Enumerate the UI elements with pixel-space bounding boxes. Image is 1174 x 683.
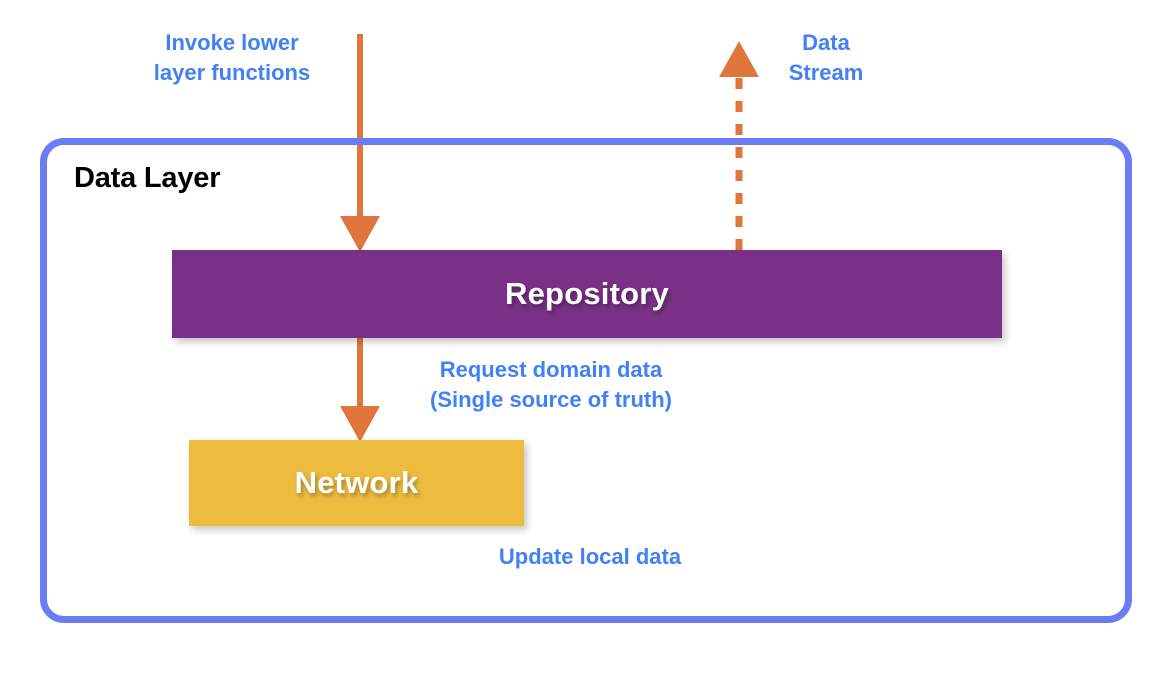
annotation-invoke-lower-layer-functions: Invoke lower layer functions bbox=[153, 30, 311, 85]
data-layer-container bbox=[40, 138, 1132, 623]
annotation-data-stream: Data Stream bbox=[788, 30, 864, 85]
data-stream-arrow-head bbox=[719, 41, 759, 77]
repository-block[interactable]: Repository bbox=[172, 250, 1002, 338]
annotation-update-local-data: Update local data bbox=[498, 544, 682, 569]
network-label: Network bbox=[294, 465, 419, 500]
network-block[interactable]: Network bbox=[189, 440, 524, 526]
repository-label: Repository bbox=[505, 276, 669, 311]
annotation-request-domain-data: Request domain data (Single source of tr… bbox=[430, 357, 672, 412]
data-layer-title: Data Layer bbox=[74, 162, 221, 194]
